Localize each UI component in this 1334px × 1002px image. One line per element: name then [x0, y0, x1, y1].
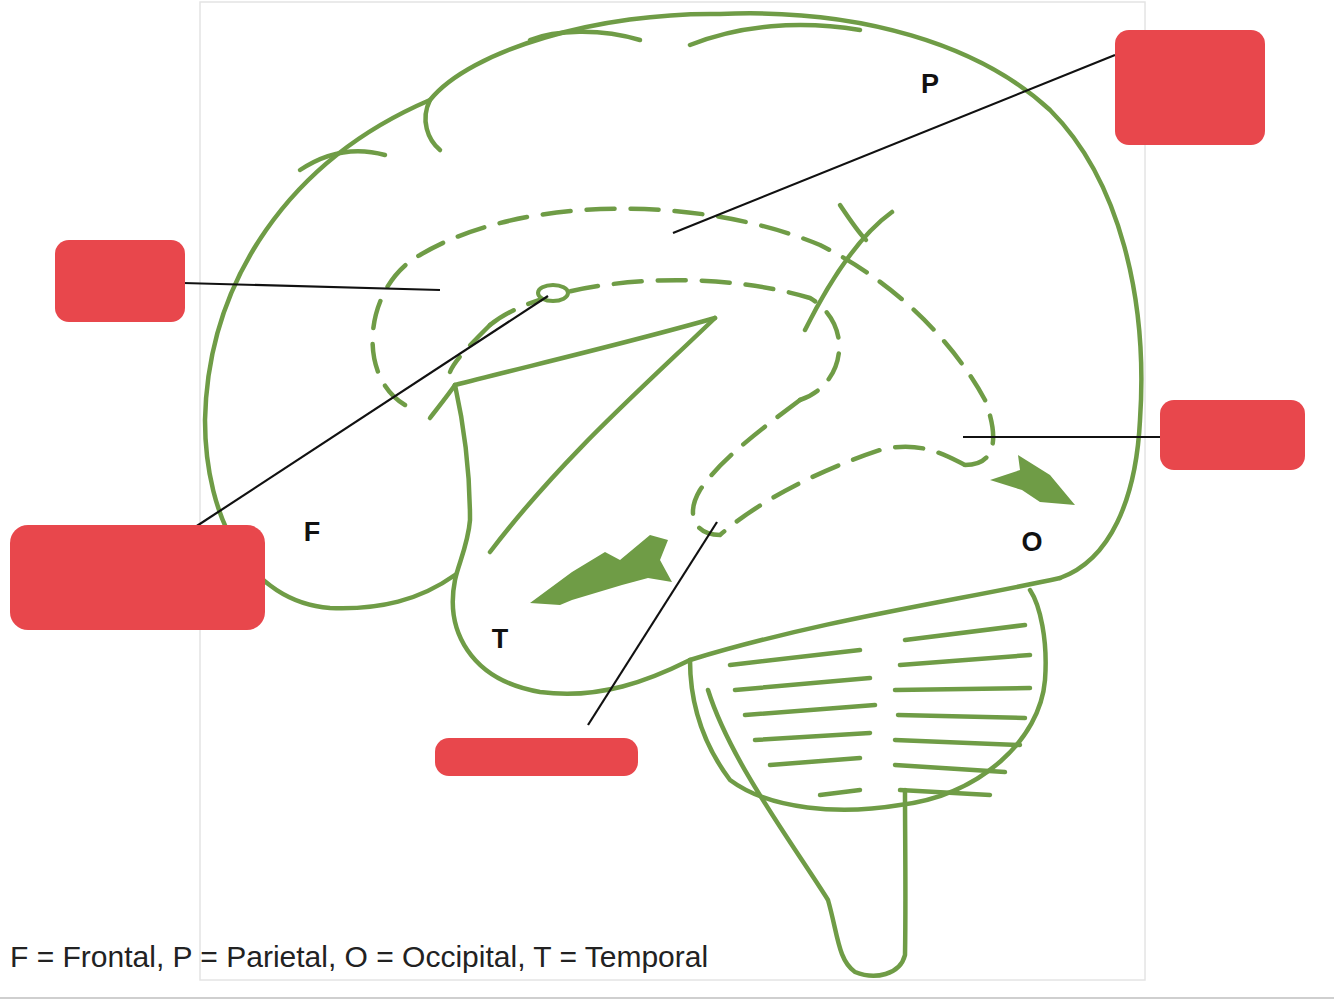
lobe-letter: T — [492, 625, 509, 655]
brain-outline — [205, 13, 1141, 975]
temporal-horn-arrow — [530, 535, 672, 605]
legend-caption: F = Frontal, P = Parietal, O = Occipital… — [10, 940, 708, 973]
lobe-letter: O — [1021, 528, 1042, 558]
redaction-marks — [10, 30, 1305, 776]
page-rule — [0, 997, 1334, 999]
lobe-letter: F — [304, 518, 321, 548]
occipital-horn-arrow — [990, 455, 1075, 505]
lobe-letter: P — [921, 70, 939, 100]
leader-lines — [183, 55, 1160, 725]
lateral-ventricle — [373, 209, 994, 535]
paper-panel — [200, 2, 1145, 980]
